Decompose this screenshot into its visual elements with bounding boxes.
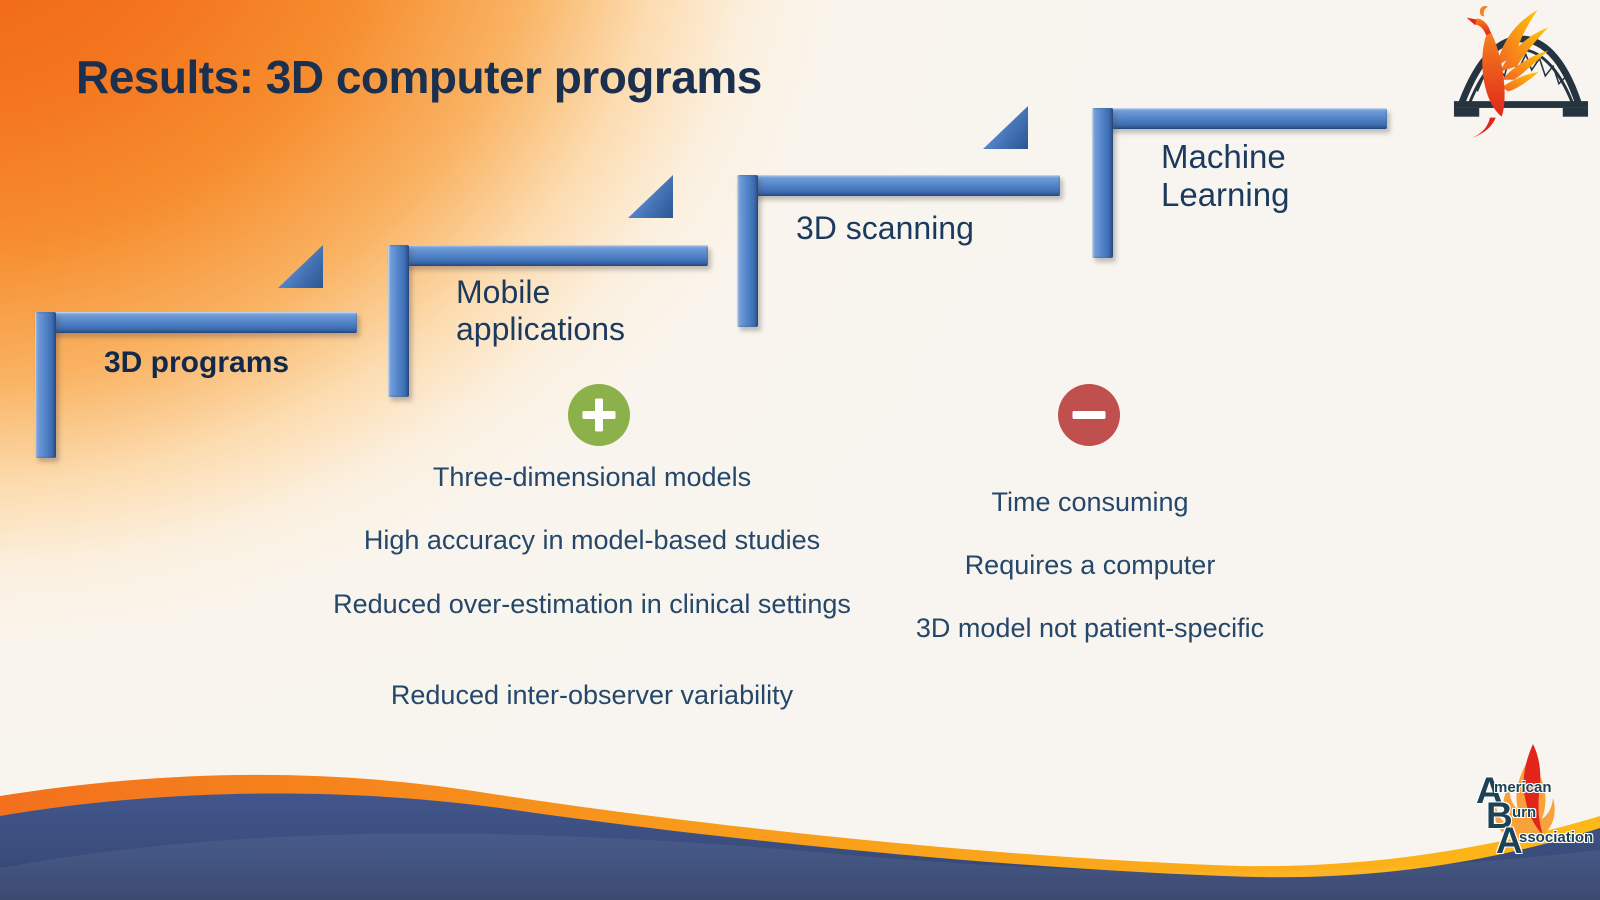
step4-label: Machine Learning: [1161, 138, 1290, 213]
step2-bracket-vertical: [388, 245, 409, 397]
pro-item: Reduced inter-observer variability: [390, 680, 794, 710]
con-item: Requires a computer: [964, 550, 1216, 580]
step2-label: Mobile applications: [456, 274, 625, 347]
plus-icon: [568, 384, 630, 446]
step2-bracket-horizontal: [388, 245, 708, 266]
minus-icon: [1058, 384, 1120, 446]
step1-bracket-horizontal: [35, 312, 357, 333]
con-item: Time consuming: [991, 487, 1189, 517]
step4-bracket-horizontal: [1092, 108, 1387, 129]
aba-letter-a2: A: [1496, 820, 1523, 861]
pro-item: Reduced over-estimation in clinical sett…: [333, 589, 851, 619]
aba-word-merican: merican: [1494, 779, 1552, 796]
con-item: 3D model not patient-specific: [915, 613, 1265, 643]
step1-bracket-vertical: [35, 312, 56, 458]
phoenix-bird-icon: [1466, 6, 1549, 139]
aba-letter-b: B: [1486, 795, 1513, 836]
phoenix-bridge-logo: [1453, 6, 1589, 139]
aba-logo: A merican B urn A ssociation: [1466, 738, 1600, 859]
step-transition-triangle-2: [628, 175, 673, 218]
aba-word-urn: urn: [1512, 804, 1537, 821]
aba-word-ssociation: ssociation: [1519, 829, 1594, 846]
bottom-wave-decoration: [0, 774, 1600, 900]
step3-bracket-vertical: [737, 175, 758, 327]
flame-icon: [1494, 744, 1555, 842]
step1-label: 3D programs: [104, 346, 290, 379]
pro-item: Three-dimensional models: [432, 462, 752, 492]
aba-letter-a1: A: [1476, 770, 1503, 811]
slide-title: Results: 3D computer programs: [76, 51, 762, 103]
step4-bracket-vertical: [1092, 108, 1113, 258]
step3-label: 3D scanning: [796, 210, 974, 246]
step3-bracket-horizontal: [737, 175, 1060, 196]
wave-navy-band: [0, 793, 1600, 900]
step-transition-triangle-1: [278, 245, 323, 288]
step-transition-triangle-3: [983, 106, 1028, 149]
wave-highlight: [0, 833, 1600, 900]
pro-item: High accuracy in model-based studies: [363, 525, 821, 555]
